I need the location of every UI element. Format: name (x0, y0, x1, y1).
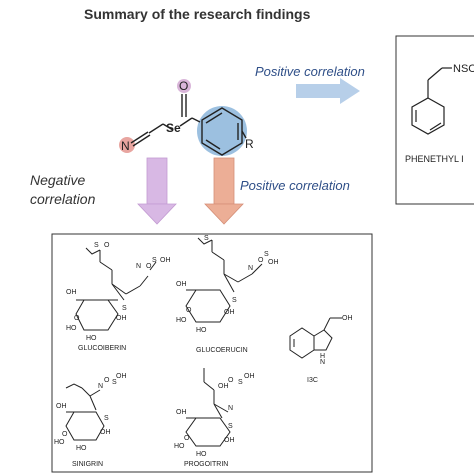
progoitrin-labels: OH O S OH N OH S O HO HO OH (174, 373, 255, 458)
label-positive-right: Positive correlation (255, 64, 365, 79)
label-positive-down: Positive correlation (240, 178, 350, 193)
oxygen-highlight (177, 79, 191, 93)
svg-text:HO: HO (76, 445, 87, 452)
label-negative-line1: Negative (30, 172, 86, 188)
svg-text:O: O (62, 431, 68, 438)
label-i3c: I3C (307, 377, 318, 384)
arrow-down-negative (137, 157, 177, 225)
svg-text:S: S (264, 251, 269, 258)
svg-text:S: S (238, 379, 243, 386)
product-group: NSC (453, 63, 474, 75)
svg-text:O: O (184, 435, 190, 442)
svg-text:S: S (112, 379, 117, 386)
product-box (395, 35, 474, 205)
svg-text:OH: OH (56, 403, 67, 410)
svg-text:OH: OH (268, 259, 279, 266)
glucoiberin-labels: S O N O S OH OH S O HO HO OH (66, 242, 171, 342)
i3c-labels: OH H N (320, 315, 353, 366)
svg-text:OH: OH (224, 437, 235, 444)
arrow-down-positive (204, 157, 244, 225)
sinigrin-labels: N O S OH OH S O HO HO OH (54, 373, 127, 452)
glucoiberin-structure (75, 247, 157, 331)
svg-text:O: O (228, 377, 234, 384)
svg-text:OH: OH (100, 429, 111, 436)
svg-text:OH: OH (342, 315, 353, 322)
phenethyl-structure (411, 67, 452, 135)
svg-text:O: O (74, 315, 80, 322)
svg-text:S: S (232, 297, 237, 304)
svg-text:S: S (204, 235, 209, 242)
svg-text:N: N (136, 263, 141, 270)
svg-text:O: O (104, 242, 110, 249)
nitrogen-highlight (119, 137, 135, 153)
product-name: PHENETHYL I (405, 154, 464, 164)
main-molecule (130, 94, 247, 156)
progoitrin-structure (185, 368, 231, 447)
svg-text:HO: HO (196, 451, 207, 458)
svg-text:S: S (152, 257, 157, 264)
svg-text:HO: HO (196, 327, 207, 334)
glucoerucin-labels: S N O S OH OH S O HO HO OH (176, 235, 279, 334)
diagram-title: Summary of the research findings (84, 6, 311, 22)
svg-text:OH: OH (244, 373, 255, 380)
svg-text:OH: OH (224, 309, 235, 316)
svg-text:OH: OH (218, 383, 229, 390)
label-negative-line2: correlation (30, 191, 96, 207)
svg-text:O: O (258, 257, 264, 264)
compounds-box (51, 233, 373, 473)
svg-text:OH: OH (160, 257, 171, 264)
svg-text:OH: OH (176, 281, 187, 288)
glucoerucin-structure (185, 237, 263, 323)
svg-text:HO: HO (174, 443, 185, 450)
svg-text:O: O (104, 377, 110, 384)
benzene-highlight (197, 106, 247, 156)
svg-text:OH: OH (116, 373, 127, 380)
svg-text:O: O (146, 263, 152, 270)
label-progoitrin: PROGOITRIN (184, 461, 228, 468)
label-glucoerucin: GLUCOERUCIN (196, 347, 248, 354)
svg-text:S: S (104, 415, 109, 422)
label-glucoiberin: GLUCOIBERIN (78, 345, 126, 352)
svg-text:HO: HO (54, 439, 65, 446)
svg-text:N: N (228, 405, 233, 412)
atom-se: Se (166, 121, 181, 135)
svg-text:S: S (228, 423, 233, 430)
svg-text:N: N (320, 359, 325, 366)
svg-text:O: O (186, 307, 192, 314)
sinigrin-structure (65, 383, 105, 441)
svg-text:HO: HO (66, 325, 77, 332)
arrow-right (296, 78, 360, 104)
svg-text:HO: HO (176, 317, 187, 324)
svg-text:OH: OH (116, 315, 127, 322)
svg-text:H: H (320, 353, 325, 360)
label-sinigrin: SINIGRIN (72, 461, 103, 468)
atom-n: N (121, 139, 130, 153)
group-r: R (245, 137, 254, 151)
svg-text:OH: OH (66, 289, 77, 296)
svg-text:HO: HO (86, 335, 97, 342)
svg-text:S: S (122, 305, 127, 312)
svg-text:N: N (248, 265, 253, 272)
svg-text:N: N (98, 383, 103, 390)
svg-text:OH: OH (176, 409, 187, 416)
i3c-structure (289, 317, 342, 359)
svg-text:S: S (94, 242, 99, 249)
atom-o: O (179, 79, 188, 93)
